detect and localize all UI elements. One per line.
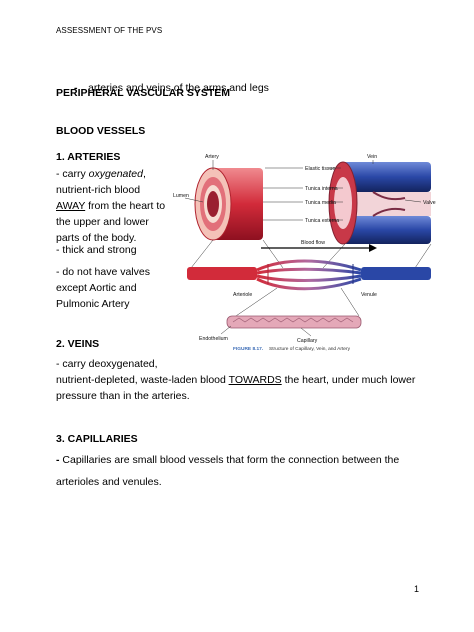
- arteries-line: the upper and lower: [56, 216, 149, 228]
- label-venule: Venule: [361, 292, 377, 298]
- arteries-point-thick: - thick and strong: [56, 244, 137, 256]
- arteries-line: - carry oxygenated,: [56, 168, 146, 180]
- label-vein: Vein: [367, 154, 377, 160]
- figure-labels: Artery Vein Elastic tissue Tunica intern…: [173, 154, 436, 344]
- arteries-line: nutrient-rich blood: [56, 184, 141, 196]
- section-heading-blood-vessels: BLOOD VESSELS: [56, 125, 146, 137]
- bullet-text: arteries and veins of the arms and legs: [88, 82, 269, 94]
- label-capillary: Capillary: [297, 338, 318, 344]
- running-header: ASSESSMENT OF THE PVS: [56, 26, 163, 35]
- blood-flow-arrow: [261, 244, 377, 252]
- label-blood-flow: Blood flow: [301, 240, 325, 246]
- label-arteriole: Arteriole: [233, 292, 252, 298]
- arteries-line: AWAY from the heart to: [56, 200, 166, 212]
- bullet-dash: -: [74, 82, 78, 94]
- label-endothelium: Endothelium: [199, 336, 228, 342]
- vessel-diagram: Artery Vein Elastic tissue Tunica intern…: [173, 154, 436, 352]
- caption-text: Structure of Capillary, Vein, and Artery: [269, 346, 351, 352]
- label-artery: Artery: [205, 154, 219, 160]
- capillaries-description: - Capillaries are small blood vessels th…: [56, 454, 400, 488]
- vein-cross-section: [328, 161, 431, 245]
- label-elastic-tissue: Elastic tissue: [305, 166, 335, 172]
- artery-cross-section: [194, 167, 263, 241]
- bullet-item: -arteries and veins of the arms and legs: [74, 80, 269, 96]
- veins-description: - carry deoxygenated, nutrient-depleted,…: [56, 358, 416, 402]
- label-tunica-externa: Tunica externa: [305, 218, 339, 224]
- capillary-detail: [220, 287, 362, 337]
- page-title: PERIPHERAL VASCULAR SYSTEM: [56, 87, 231, 99]
- arteries-point-valves: - do not have valves except Aortic and P…: [56, 266, 150, 310]
- heading-arteries: 1. ARTERIES: [56, 151, 121, 163]
- arteries-description: - carry oxygenated, nutrient-rich blood …: [56, 166, 165, 246]
- heading-capillaries: 3. CAPILLARIES: [56, 433, 138, 445]
- figure-caption: FIGURE 8.17. Structure of Capillary, Vei…: [233, 346, 351, 352]
- caption-figure-number: FIGURE 8.17.: [233, 346, 263, 352]
- arteries-line: parts of the body.: [56, 232, 137, 244]
- label-lumen: Lumen: [173, 193, 189, 199]
- label-tunica-interna: Tunica interna: [305, 186, 338, 192]
- label-tunica-media: Tunica media: [305, 200, 336, 206]
- page-number: 1: [413, 584, 419, 594]
- label-valve: Valve: [423, 200, 436, 206]
- capillary-network: [187, 259, 431, 291]
- heading-veins: 2. VEINS: [56, 338, 100, 350]
